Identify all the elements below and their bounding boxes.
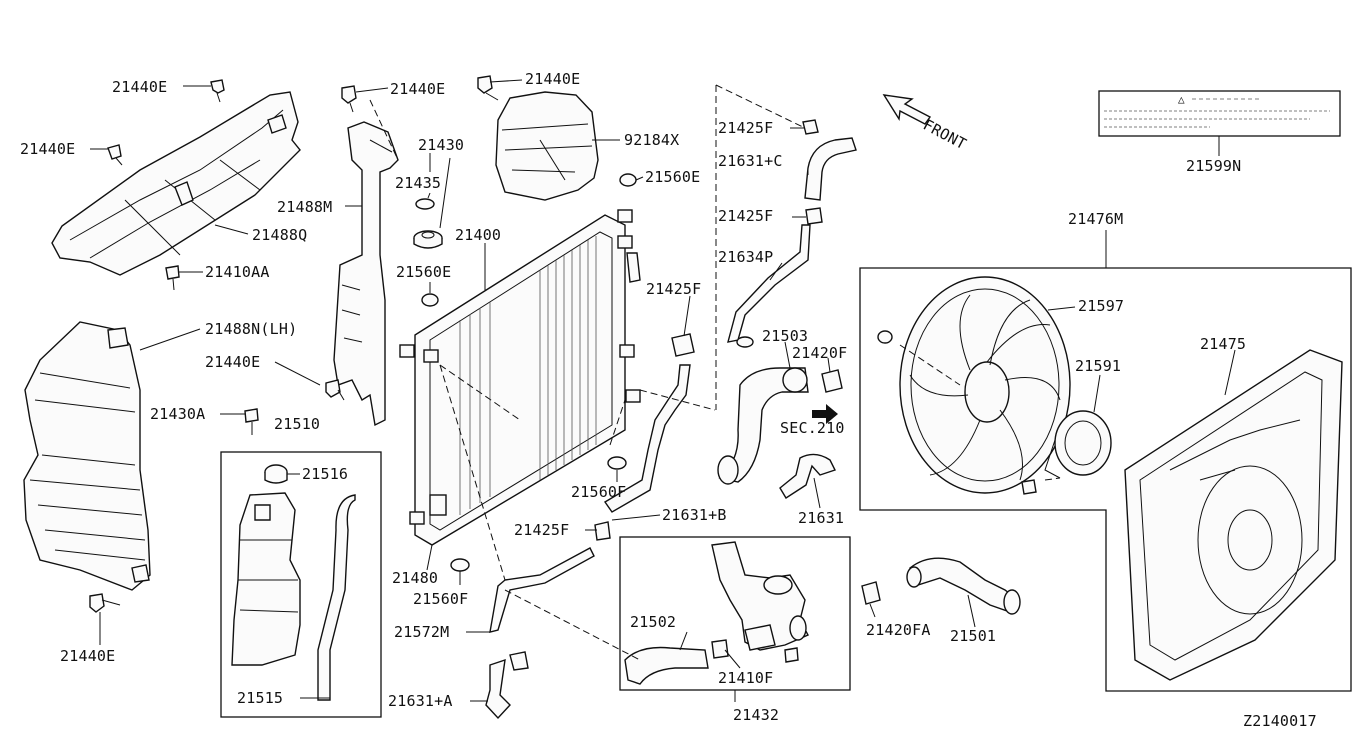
label-21410AA: 21410AA — [205, 263, 270, 281]
label-21599N: 21599N — [1186, 157, 1241, 175]
label-21420FA: 21420FA — [866, 621, 931, 639]
label-21501: 21501 — [950, 627, 996, 645]
label-21634P: 21634P — [718, 248, 773, 266]
reservoir-hose — [317, 494, 356, 701]
label-21425F: 21425F — [514, 521, 569, 539]
label-21503: 21503 — [762, 327, 808, 345]
label-21476M: 21476M — [1068, 210, 1123, 228]
radiator-hose-upper — [727, 119, 857, 348]
grommet-icon — [450, 558, 470, 572]
hose-clamp-icon — [711, 639, 729, 659]
label-21430A: 21430A — [150, 405, 205, 423]
fan-blade — [899, 276, 1071, 494]
clip-icon — [341, 85, 357, 113]
label-21440E: 21440E — [390, 80, 445, 98]
bolt-icon — [784, 647, 799, 663]
label-21510: 21510 — [274, 415, 320, 433]
label-21430: 21430 — [418, 136, 464, 154]
bolt-icon — [1021, 479, 1037, 495]
label-21488Q: 21488Q — [252, 226, 307, 244]
hose-21502 — [624, 646, 709, 685]
nut-icon — [877, 330, 893, 344]
label-21591: 21591 — [1075, 357, 1121, 375]
clip-icon — [210, 79, 225, 103]
side-air-guide-lh — [23, 321, 151, 591]
label-21631-A: 21631+A — [388, 692, 453, 710]
label-21435: 21435 — [395, 174, 441, 192]
grommet-icon — [421, 293, 439, 307]
hose-clamp-icon — [861, 581, 881, 605]
clip-icon — [89, 593, 121, 613]
hose-21631 — [779, 453, 836, 499]
label-21425F: 21425F — [718, 119, 773, 137]
front-label: FRONT — [920, 116, 969, 154]
label-21440E: 21440E — [20, 140, 75, 158]
label-21475: 21475 — [1200, 335, 1246, 353]
label-sec-210: SEC.210 — [780, 419, 845, 437]
label-21502: 21502 — [630, 613, 676, 631]
label-21440E: 21440E — [60, 647, 115, 665]
upper-air-guide — [51, 91, 301, 276]
label-21425F: 21425F — [718, 207, 773, 225]
label-21400: 21400 — [455, 226, 501, 244]
hose-21501 — [906, 557, 1021, 615]
hose-clamp-icon — [821, 369, 843, 393]
label-21515: 21515 — [237, 689, 283, 707]
diagram-code: Z2140017 — [1243, 712, 1317, 730]
clip-icon — [325, 379, 345, 401]
radiator-hose-21503 — [717, 367, 809, 485]
grommet-icon — [619, 173, 637, 187]
label-21516: 21516 — [302, 465, 348, 483]
radiator-core — [399, 209, 641, 546]
fan-motor — [1044, 410, 1112, 479]
reservoir-cap — [264, 464, 288, 484]
overflow-hose — [485, 547, 595, 720]
label-21560F: 21560F — [571, 483, 626, 501]
label-21631: 21631 — [798, 509, 844, 527]
label-21488M: 21488M — [277, 198, 332, 216]
label-21488N-LH: 21488N(LH) — [205, 320, 297, 338]
vertical-air-guide — [333, 121, 399, 427]
reservoir-tank — [231, 492, 301, 666]
label-21572M: 21572M — [394, 623, 449, 641]
label-21440E: 21440E — [112, 78, 167, 96]
label-21440E: 21440E — [205, 353, 260, 371]
label-21560E: 21560E — [396, 263, 451, 281]
front-arrow-icon — [882, 94, 932, 125]
thermostat-housing — [711, 541, 809, 651]
label-21631-C: 21631+C — [718, 152, 783, 170]
label-21410F: 21410F — [718, 669, 773, 687]
label-21480: 21480 — [392, 569, 438, 587]
cap-gasket — [415, 198, 435, 210]
radiator-hose-lower — [594, 333, 695, 541]
deflector-92184X — [495, 91, 599, 201]
label-21432: 21432 — [733, 706, 779, 724]
caution-symbol: △ — [1178, 93, 1185, 106]
fan-motor-group-box — [859, 267, 1352, 692]
label-21631-B: 21631+B — [662, 506, 727, 524]
bolt-icon — [244, 408, 259, 435]
label-21560F: 21560F — [413, 590, 468, 608]
grommet-icon — [607, 456, 627, 470]
label-21440E: 21440E — [525, 70, 580, 88]
reservoir-group-box — [220, 451, 382, 718]
clip-icon — [165, 265, 180, 291]
label-21420F: 21420F — [792, 344, 847, 362]
fan-shroud — [1124, 349, 1343, 681]
clip-icon — [107, 144, 123, 166]
sec-210-arrow-icon — [812, 404, 838, 424]
label-21597: 21597 — [1078, 297, 1124, 315]
clip-icon — [477, 75, 499, 101]
label-92184X: 92184X — [624, 131, 679, 149]
label-21425F: 21425F — [646, 280, 701, 298]
radiator-cap — [413, 230, 443, 249]
label-21560E: 21560E — [645, 168, 700, 186]
